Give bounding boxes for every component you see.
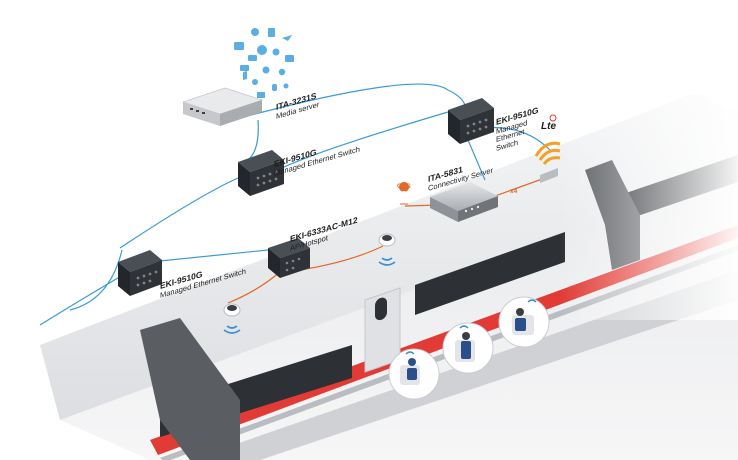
share-icon [272, 48, 280, 56]
switch-top-left-device [238, 150, 284, 196]
gear-icon [278, 68, 286, 76]
media-server-device [182, 87, 263, 126]
wifi-right-icon [378, 257, 396, 266]
pin-icon [272, 84, 277, 91]
globe-icon [252, 79, 258, 85]
cable-switch-a-to-c [119, 177, 239, 249]
plane-icon [282, 35, 292, 41]
lte-tag: Lte [541, 121, 556, 132]
chat-icon [248, 55, 257, 61]
gps-tag: GPS [397, 183, 411, 190]
video-icon [285, 55, 294, 62]
cable-ap-to-right [299, 245, 384, 271]
passenger-bubble-2 [442, 322, 494, 374]
x4-tag: x4 [510, 188, 518, 195]
cable-server-loop [239, 83, 468, 119]
mail-icon [240, 65, 249, 71]
wifi-left-icon [223, 325, 241, 334]
wifi-passenger-3-icon [527, 299, 537, 303]
music-icon [243, 71, 247, 80]
lte-antenna [534, 114, 561, 183]
gps-pin-icon [399, 182, 410, 205]
lte-signal-icon [534, 141, 561, 157]
wifi-passenger-2-icon [459, 325, 469, 329]
train-door [364, 287, 401, 373]
cable-left-long [69, 249, 123, 311]
user-icon [262, 66, 270, 74]
passenger-bubble-3 [498, 296, 550, 348]
wifi-ap-right [378, 233, 396, 266]
gangway-left [140, 318, 240, 460]
cable-b-down [467, 139, 486, 181]
ap-hotspot-device [268, 238, 310, 278]
doc-icon [268, 28, 275, 37]
cable-server-to-switch-a [247, 119, 259, 161]
bulb-icon [251, 28, 259, 36]
cable-c-to-switch [149, 249, 269, 263]
wifi-ap-left [223, 303, 241, 334]
chart-icon [257, 92, 265, 98]
app-icon-cloud [234, 28, 294, 98]
passenger-bubble-1 [388, 348, 440, 400]
cable-switch-a-to-b [281, 111, 449, 169]
camera-icon [234, 42, 244, 50]
connectivity-server-device [430, 182, 498, 222]
switch-top-right-device [448, 98, 494, 144]
star-icon [283, 83, 289, 89]
cloud-icon [257, 45, 267, 55]
switch-left-device [118, 250, 162, 296]
wifi-passenger-1-icon [405, 351, 415, 355]
